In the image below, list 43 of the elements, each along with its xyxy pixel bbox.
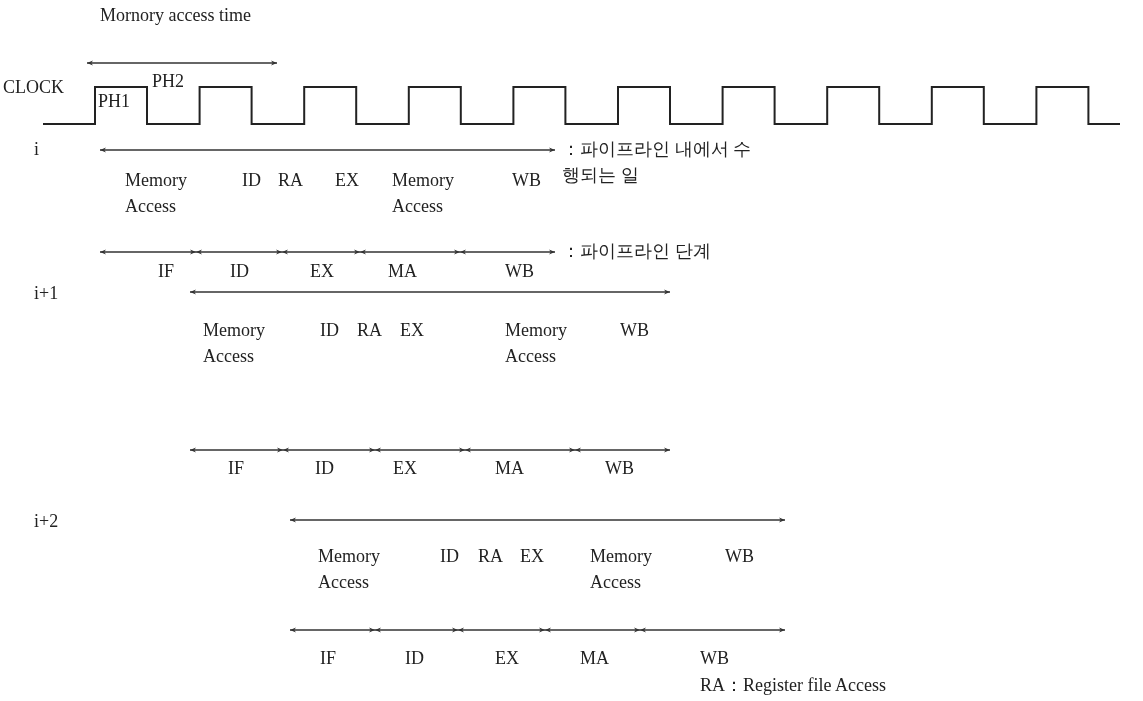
operation-label: EX — [400, 319, 424, 342]
stage-name: WB — [605, 457, 634, 480]
stage-name: WB — [505, 260, 534, 283]
signal-label: CLOCK — [3, 76, 64, 99]
operation-label: Memory Access — [203, 319, 266, 368]
operation-label: Memory Access — [505, 319, 568, 368]
time-label: Mornory access time — [100, 4, 251, 27]
stage-name: ID — [315, 457, 334, 480]
stage-name: MA — [495, 457, 524, 480]
stage-name: EX — [495, 647, 519, 670]
instruction-label: i+2 — [34, 510, 59, 533]
operation-label: WB — [620, 319, 649, 342]
stage-name: WB — [700, 647, 729, 670]
phase-label: PH2 — [152, 70, 184, 93]
operation-label: ID — [320, 319, 339, 342]
annotation-text: ：파이프라인 내에서 수행되는 일 — [562, 138, 752, 187]
operation-label: Memory Access — [590, 545, 653, 594]
operation-label: RA — [357, 319, 382, 342]
stage-name: EX — [393, 457, 417, 480]
footnote: RA：Register file Access — [700, 674, 886, 697]
operation-label: ID — [440, 545, 459, 568]
operation-label: RA — [278, 169, 303, 192]
instruction-label: i — [34, 138, 39, 161]
operation-label: WB — [725, 545, 754, 568]
stage-name: MA — [580, 647, 609, 670]
instruction-label: i+1 — [34, 282, 59, 305]
stage-name: EX — [310, 260, 334, 283]
operation-label: Memory Access — [318, 545, 381, 594]
stage-name: IF — [158, 260, 174, 283]
stage-name: ID — [230, 260, 249, 283]
operation-label: WB — [512, 169, 541, 192]
operation-label: EX — [520, 545, 544, 568]
operation-label: EX — [335, 169, 359, 192]
phase-label: PH1 — [98, 90, 130, 113]
operation-label: ID — [242, 169, 261, 192]
stage-name: ID — [405, 647, 424, 670]
stage-name: MA — [388, 260, 417, 283]
stage-name: IF — [228, 457, 244, 480]
stage-name: IF — [320, 647, 336, 670]
operation-label: Memory Access — [125, 169, 188, 218]
annotation-text: ：파이프라인 단계 — [562, 240, 711, 263]
operation-label: Memory Access — [392, 169, 455, 218]
operation-label: RA — [478, 545, 503, 568]
